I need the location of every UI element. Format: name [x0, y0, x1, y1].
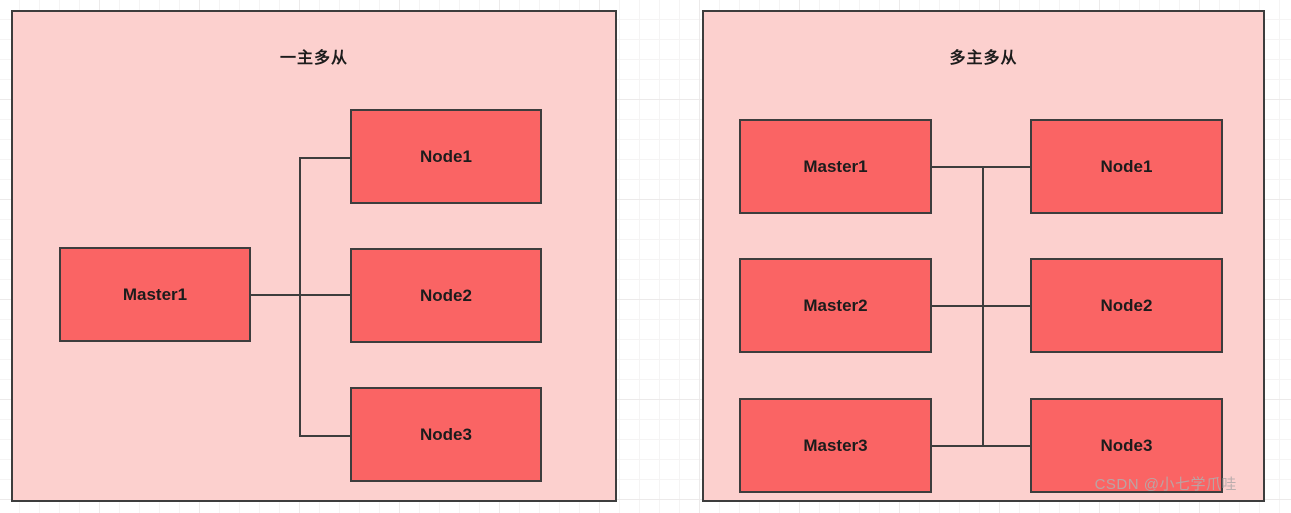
panel-multi-master: 多主多从 Master1 Master2 Master3 Node1 Node2… — [702, 10, 1265, 502]
connector-master2-node2 — [931, 305, 1031, 307]
connector-bus-to-node2 — [299, 294, 352, 296]
panel-multi-master-title: 多主多从 — [949, 50, 1018, 67]
panel-single-master-title: 一主多从 — [279, 50, 348, 67]
watermark-text: CSDN @小七学爪哇 — [1094, 476, 1237, 493]
connector-master3-node3 — [931, 445, 1031, 447]
node-box-node1[interactable]: Node1 — [1030, 119, 1223, 214]
node-box-master3[interactable]: Master3 — [739, 398, 932, 493]
node-box-master1[interactable]: Master1 — [739, 119, 932, 214]
node-box-master1[interactable]: Master1 — [59, 247, 251, 342]
node-box-master2[interactable]: Master2 — [739, 258, 932, 353]
connector-bus-to-node3 — [299, 435, 352, 437]
connector-master1-to-bus — [251, 294, 301, 296]
node-box-node3[interactable]: Node3 — [1030, 398, 1223, 493]
panel-single-master: 一主多从 Master1 Node1 Node2 Node3 — [11, 10, 617, 502]
node-box-node1[interactable]: Node1 — [350, 109, 542, 204]
connector-master1-node1 — [931, 166, 1031, 168]
connector-vertical-bus — [299, 157, 301, 437]
connector-bus-to-node1 — [299, 157, 352, 159]
node-box-node2[interactable]: Node2 — [350, 248, 542, 343]
node-box-node2[interactable]: Node2 — [1030, 258, 1223, 353]
node-box-node3[interactable]: Node3 — [350, 387, 542, 482]
